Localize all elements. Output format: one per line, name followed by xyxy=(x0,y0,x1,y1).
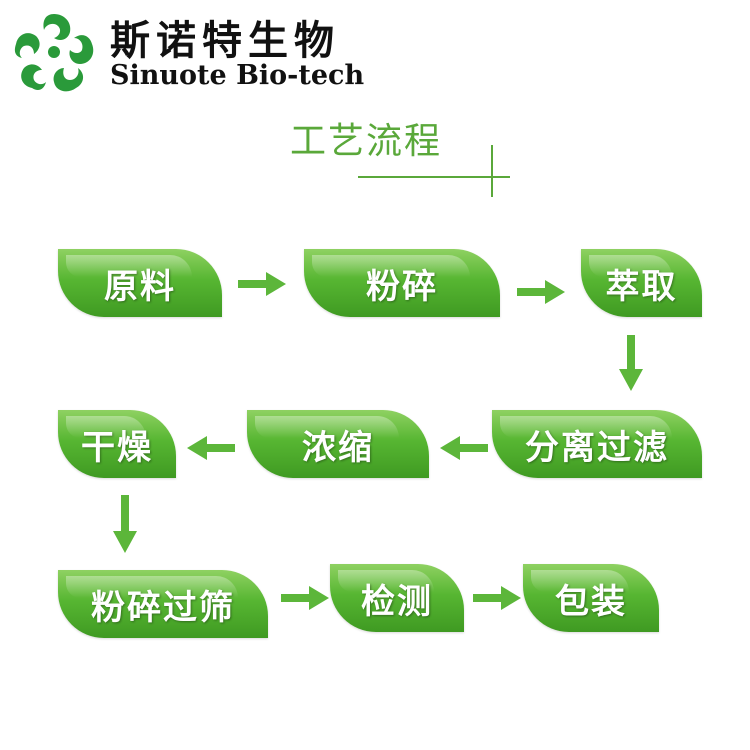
step-label: 萃取 xyxy=(605,266,678,307)
arrow-right-icon xyxy=(238,272,286,296)
arrow-down-icon xyxy=(619,335,643,391)
step-raw-material: 原料 xyxy=(58,249,222,317)
arrow-down-icon xyxy=(113,495,137,553)
step-packaging: 包装 xyxy=(523,564,659,632)
arrow-left-icon xyxy=(187,436,235,460)
step-label: 检测 xyxy=(361,581,433,622)
step-label: 浓缩 xyxy=(302,427,374,468)
step-extraction: 萃取 xyxy=(581,249,702,317)
step-crushing-sieving: 粉碎过筛 xyxy=(58,570,268,638)
step-concentration: 浓缩 xyxy=(247,410,429,478)
brand-name-chinese: 斯诺特生物 xyxy=(110,18,340,64)
step-label: 原料 xyxy=(104,266,176,307)
step-testing: 检测 xyxy=(330,564,464,632)
step-label: 粉碎过筛 xyxy=(91,587,235,628)
arrow-right-icon xyxy=(473,586,521,610)
step-label: 分离过滤 xyxy=(525,427,669,468)
title-underline xyxy=(358,176,510,178)
step-drying: 干燥 xyxy=(58,410,176,478)
sinuote-logo xyxy=(14,14,94,92)
step-label: 干燥 xyxy=(81,427,153,468)
arrow-right-icon xyxy=(517,280,565,304)
step-label: 粉碎 xyxy=(366,266,438,307)
step-separation-filtration: 分离过滤 xyxy=(492,410,702,478)
step-label: 包装 xyxy=(555,581,627,622)
section-title: 工艺流程 xyxy=(290,121,443,162)
step-crushing: 粉碎 xyxy=(304,249,500,317)
arrow-left-icon xyxy=(440,436,488,460)
title-vertical-line xyxy=(491,145,493,197)
arrow-right-icon xyxy=(281,586,329,610)
brand-name-english: Sinuote Bio-tech xyxy=(110,60,365,91)
